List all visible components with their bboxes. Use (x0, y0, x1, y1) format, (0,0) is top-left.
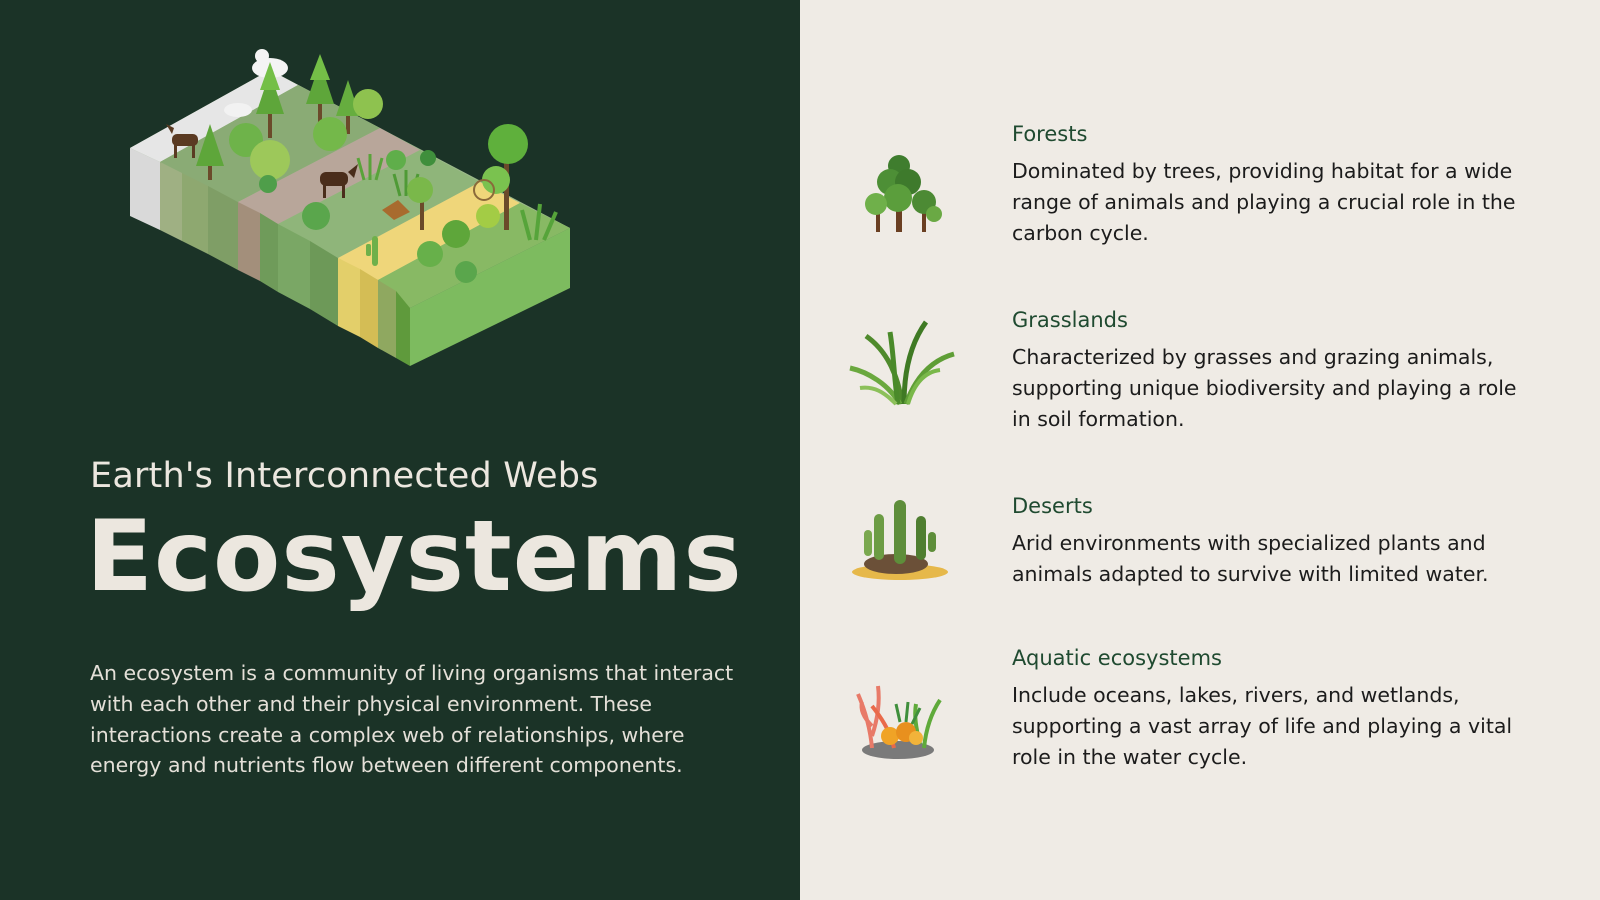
biome-heading: Forests (1012, 122, 1088, 146)
biome-description: Dominated by trees, providing habitat fo… (1012, 159, 1516, 245)
biome-description: Include oceans, lakes, rivers, and wetla… (1012, 683, 1513, 769)
left-panel: Earth's Interconnected Webs Ecosystems A… (0, 0, 800, 900)
isometric-biomes-illustration (130, 49, 570, 366)
page-title: Ecosystems (86, 500, 743, 614)
biome-description: Arid environments with specialized plant… (1012, 531, 1489, 586)
biome-heading: Aquatic ecosystems (1012, 646, 1222, 670)
page-subtitle: Earth's Interconnected Webs (90, 456, 599, 496)
grass-tuft-icon (849, 320, 955, 406)
cactus-icon (852, 500, 948, 580)
biome-heading: Grasslands (1012, 308, 1128, 332)
biome-heading: Deserts (1012, 494, 1093, 518)
intro-paragraph: An ecosystem is a community of living or… (90, 661, 734, 778)
right-panel: Forests Dominated by trees, providing ha… (800, 0, 1600, 900)
forest-trees-icon (865, 155, 942, 232)
coral-reef-icon (856, 685, 942, 759)
biome-description: Characterized by grasses and grazing ani… (1012, 345, 1517, 431)
